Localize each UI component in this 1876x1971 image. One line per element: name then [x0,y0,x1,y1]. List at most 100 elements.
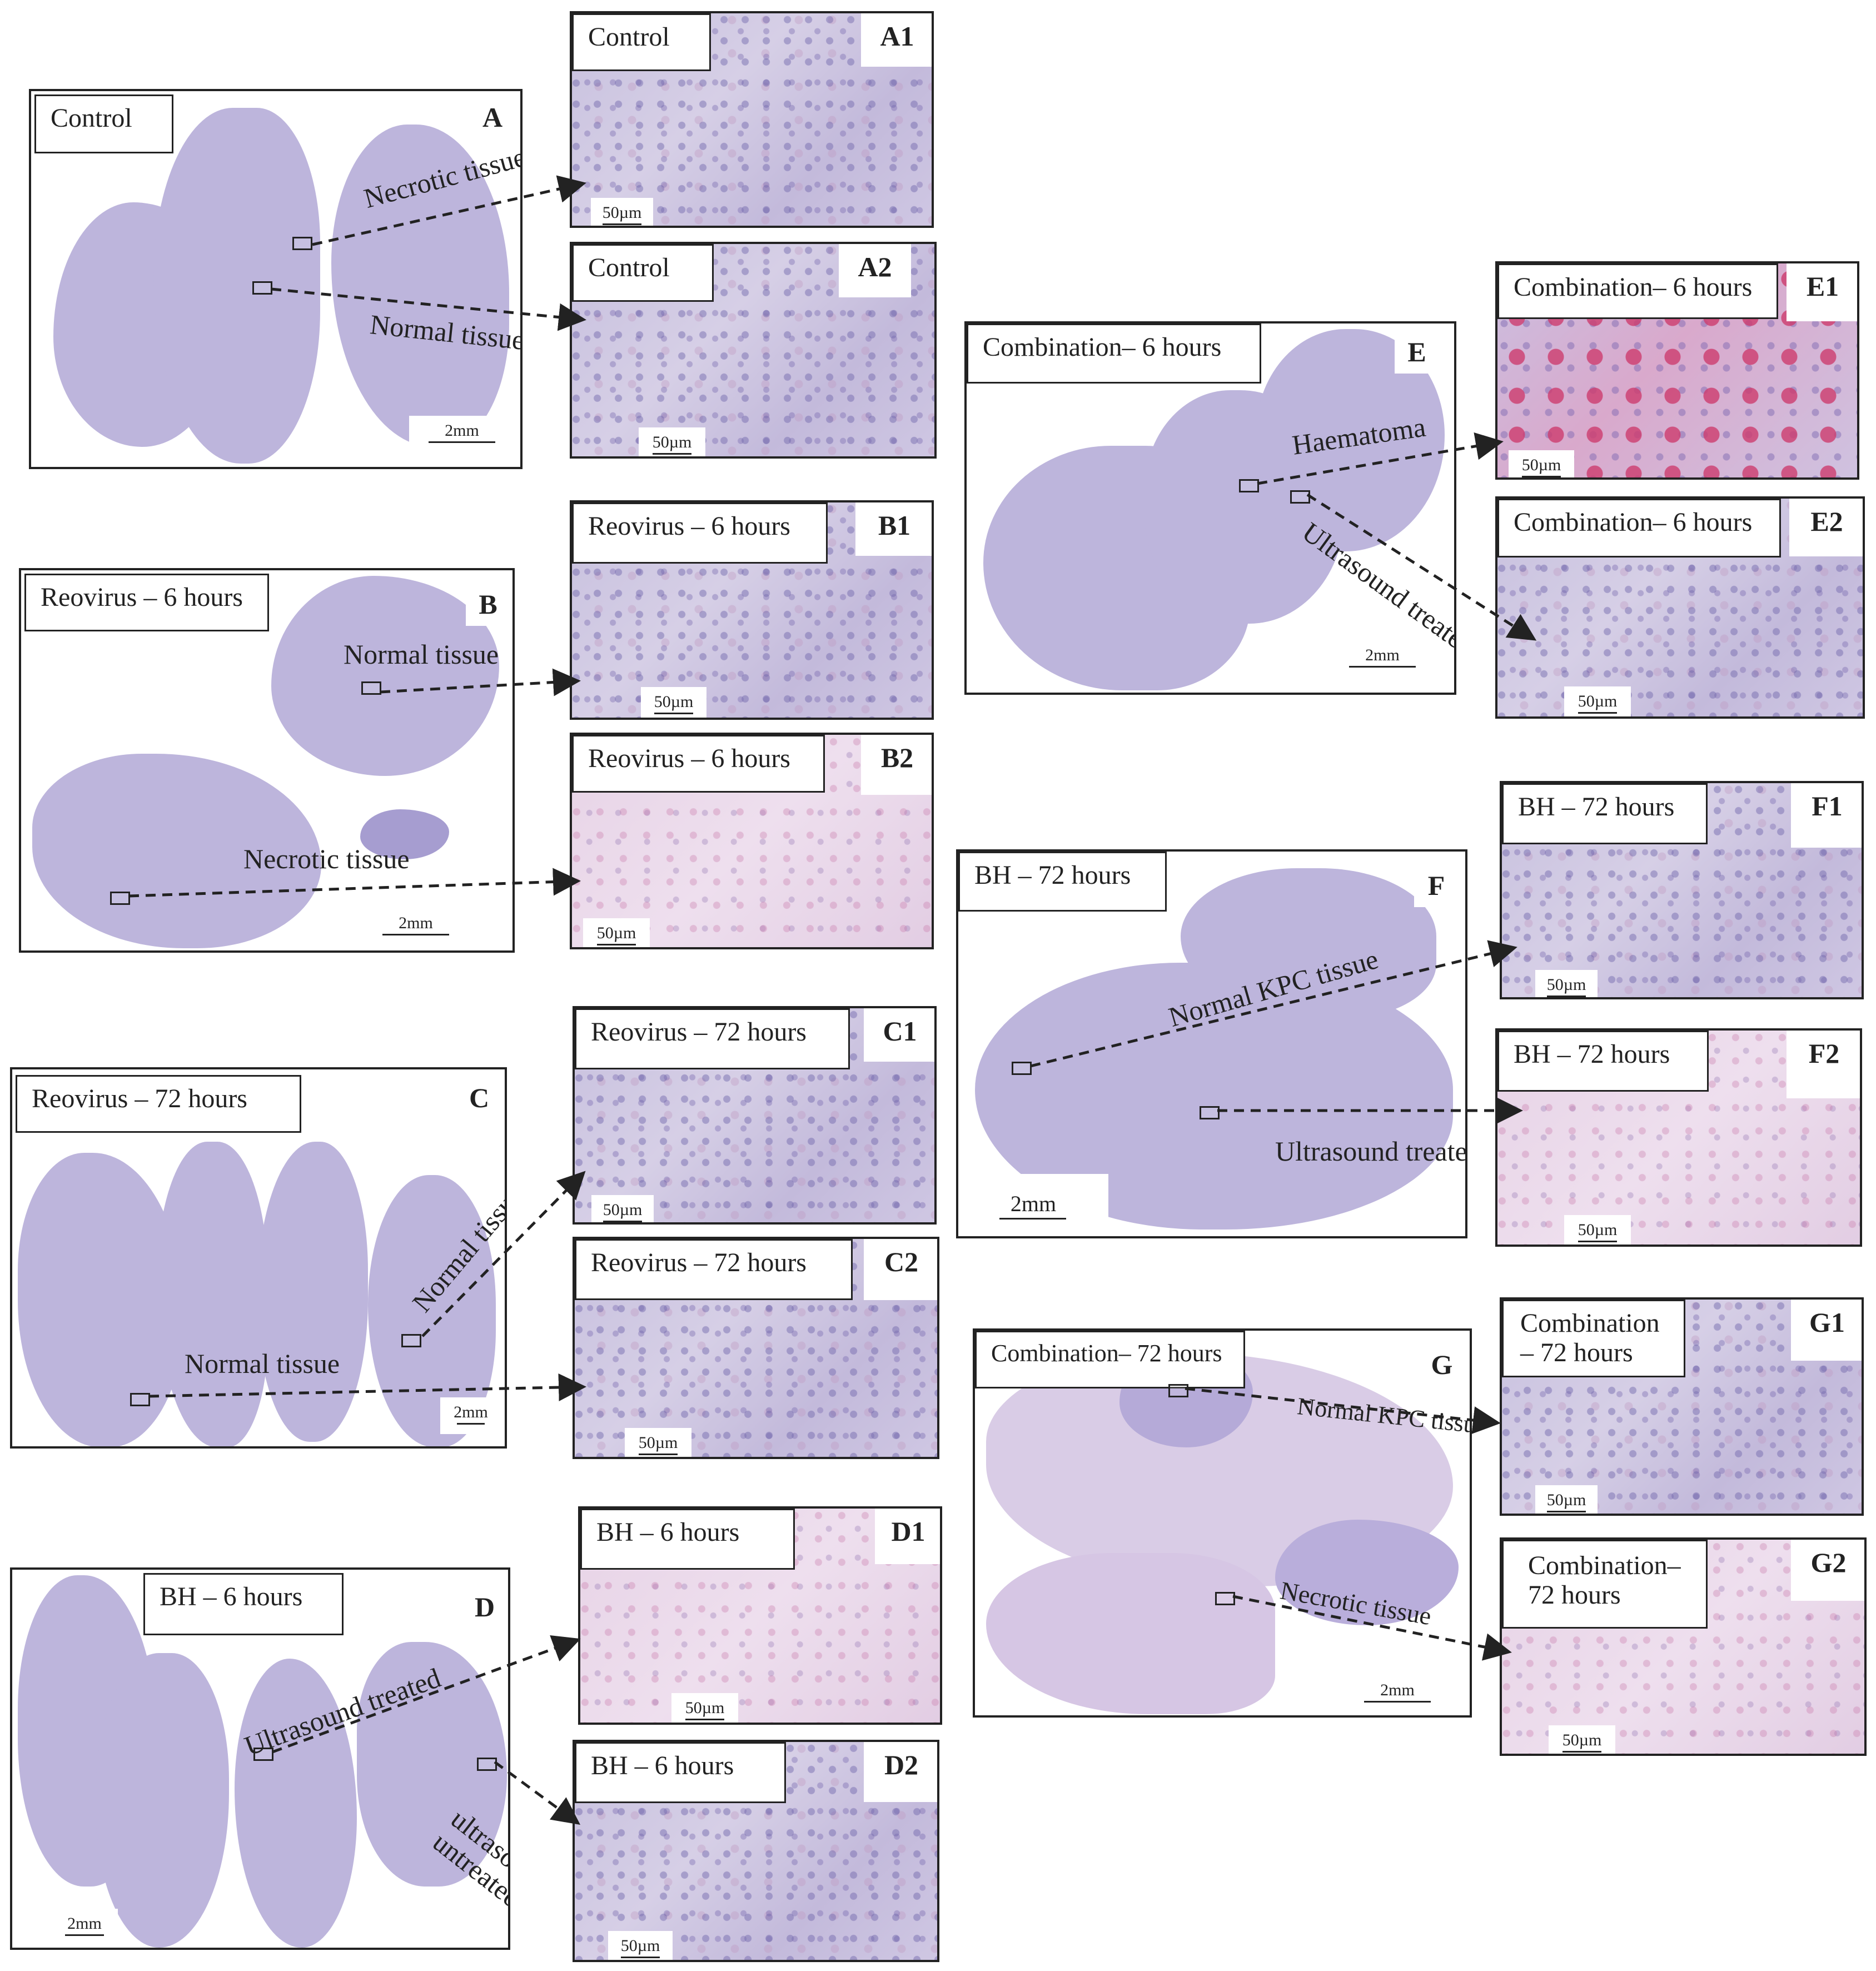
panel-letter: D [462,1584,507,1629]
panel-letter: B1 [855,502,932,556]
panel-a1-zoom: Control A1 50µm [570,11,934,228]
panel-letter: D1 [875,1509,940,1564]
panel-label: BH – 72 hours [1502,783,1708,844]
scale-bar-label: 50µm [1578,692,1618,710]
scale-bar-label: 50µm [654,693,694,711]
scale-bar-label: 2mm [399,914,433,932]
scale-bar-label: 50µm [620,1937,660,1955]
scale-bar-label: 50µm [1562,1731,1602,1749]
region-of-interest [252,281,272,295]
region-of-interest [1168,1384,1188,1397]
scale-bar: 50µm [1549,1725,1615,1754]
panel-d-overview: BH – 6 hours D Ultrasound treated ultras… [10,1567,510,1950]
panel-letter: E2 [1789,499,1863,556]
tissue-section [157,1142,268,1446]
panel-c-overview: Reovirus – 72 hours C Normal tissue Norm… [10,1067,507,1449]
region-of-interest [361,681,381,695]
panel-letter: C [457,1075,501,1119]
annotation-ultrasound-treated: Ultrasound treated [1275,1136,1467,1167]
scale-bar: 50µm [1509,450,1574,477]
panel-letter: F1 [1791,783,1862,848]
scale-bar-label: 2mm [1380,1681,1415,1699]
scale-bar: 50µm [1535,1485,1598,1514]
region-of-interest [1290,490,1310,504]
panel-letter: C2 [864,1239,937,1300]
scale-bar-label: 2mm [445,421,479,440]
scale-bar-label: 50µm [685,1699,725,1717]
panel-label: Reovirus – 6 hours [572,502,828,564]
panel-d2-zoom: BH – 6 hours D2 50µm [573,1740,939,1962]
scale-bar-label: 50µm [1578,1221,1618,1239]
scale-bar-label: 50µm [596,924,636,942]
annotation-normal-tissue: Normal tissue [344,639,499,670]
scale-bar: 50µm [608,1931,673,1960]
panel-letter: D2 [864,1742,937,1802]
panel-e2-zoom: Combination– 6 hours E2 50µm [1495,496,1865,719]
scale-bar-label: 2mm [454,1403,488,1421]
scale-bar: 2mm [51,1909,118,1948]
panel-letter: B2 [861,735,932,795]
scale-bar: 50µm [641,687,706,718]
scale-bar-label: 2mm [1010,1191,1057,1216]
region-of-interest [477,1758,497,1771]
scale-bar: 50µm [1564,1215,1631,1245]
panel-label: Control [34,94,173,153]
panel-label: Combination– 6 hours [1497,263,1778,319]
panel-e1-zoom: Combination– 6 hours E1 50µm [1495,261,1859,480]
panel-b2-zoom: Reovirus – 6 hours B2 50µm [570,733,934,949]
region-of-interest [401,1334,421,1347]
panel-letter: G [1420,1342,1464,1386]
tissue-section [153,108,320,464]
scale-bar: 2mm [360,908,471,950]
tissue-section [257,1142,368,1442]
panel-letter: A [470,94,515,139]
scale-bar: 50µm [625,1428,691,1457]
tissue-section [32,754,321,948]
annotation-normal-tissue: Normal tissue [185,1348,340,1379]
scale-bar: 2mm [958,1174,1108,1236]
panel-c2-zoom: Reovirus – 72 hours C2 50µm [573,1237,939,1459]
region-of-interest [130,1393,150,1406]
scale-bar: 50µm [1535,970,1598,997]
region-of-interest [1200,1106,1220,1119]
scale-bar: 50µm [591,198,653,226]
annotation-necrotic-tissue: Necrotic tissue [243,843,410,874]
scale-bar-label: 50µm [1546,1491,1586,1509]
panel-b-overview: Reovirus – 6 hours B Normal tissue Necro… [19,568,515,953]
panel-label: BH – 72 hours [1497,1031,1709,1092]
scale-bar-label: 2mm [1365,646,1400,664]
region-of-interest [1239,479,1259,492]
panel-letter: G2 [1791,1540,1864,1601]
scale-bar: 2mm [1342,1675,1453,1715]
panel-label: Combination– 72 hours [1502,1540,1708,1629]
panel-a-overview: Control A Necrotic tissue Normal tissue … [29,89,523,469]
panel-g2-zoom: Combination– 72 hours G2 50µm [1500,1537,1867,1756]
scale-bar-label: 50µm [603,1201,643,1219]
panel-letter: B [466,581,510,626]
region-of-interest [292,237,312,250]
tissue-section [986,1553,1275,1714]
panel-f-overview: BH – 72 hours F Normal KPC tissue Ultras… [956,849,1467,1238]
region-of-interest [253,1748,273,1761]
panel-letter: G1 [1791,1300,1862,1361]
panel-letter: E [1395,329,1439,374]
scale-bar: 2mm [1328,640,1437,687]
panel-c1-zoom: Reovirus – 72 hours C1 50µm [573,1006,937,1225]
scale-bar: 50µm [583,918,650,947]
panel-label: Reovirus – 72 hours [575,1239,853,1300]
tissue-section [360,809,449,859]
panel-f2-zoom: BH – 72 hours F2 50µm [1495,1028,1862,1247]
scale-bar: 2mm [409,416,515,460]
scale-bar-label: 50µm [638,1434,678,1452]
scale-bar-label: 50µm [1546,975,1586,994]
panel-label: Reovirus – 6 hours [24,574,269,631]
panel-label: Reovirus – 72 hours [16,1075,301,1133]
panel-label: Control [572,13,711,71]
panel-letter: F [1414,863,1459,907]
panel-e-overview: Combination– 6 hours E Haematoma Ultraso… [964,321,1456,695]
panel-letter: A2 [839,244,911,297]
tissue-section [331,125,509,447]
panel-a2-zoom: Control A2 50µm [570,242,937,459]
scale-bar: 2mm [440,1397,501,1434]
